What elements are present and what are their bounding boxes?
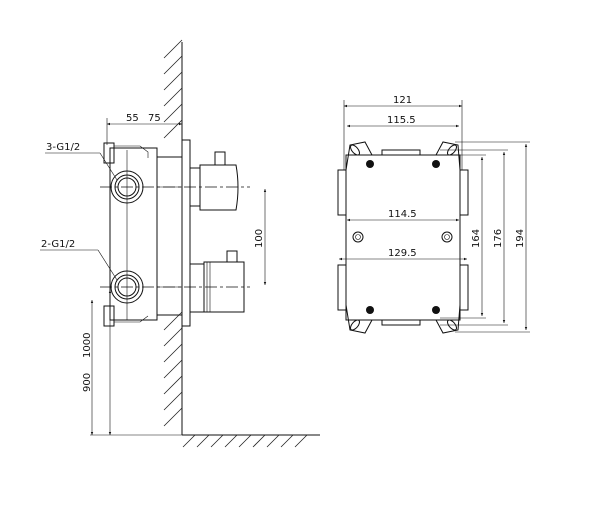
hatch-line [163, 103, 183, 123]
dim-129-5: 129.5 [388, 248, 417, 259]
hatch-line [280, 434, 294, 448]
dim-1000: 1000 [82, 333, 93, 358]
front-dimensions: 121 115.5 114.5 129.5 164 176 194 [339, 95, 530, 333]
dim-75: 75 [148, 113, 161, 124]
dim-55: 55 [126, 113, 139, 124]
hatch-line [266, 434, 280, 448]
dim-176: 176 [493, 229, 504, 248]
hatch-line [163, 407, 183, 427]
dim-115-5: 115.5 [387, 115, 416, 126]
dim-100: 100 [254, 229, 265, 248]
hatch-line [163, 359, 183, 379]
hatch-line [224, 434, 238, 448]
port-label-upper: 3-G1/2 [46, 142, 80, 153]
hatch-line [163, 119, 183, 139]
screws [366, 160, 440, 314]
hatch-line [163, 327, 183, 347]
dim-114-5: 114.5 [388, 209, 417, 220]
dim-900: 900 [82, 373, 93, 392]
upper-handle [189, 151, 239, 211]
hatch-line [196, 434, 210, 448]
dim-164: 164 [471, 229, 482, 248]
hatch-line [163, 39, 183, 59]
hatch-line [163, 343, 183, 363]
hatch-line [163, 55, 183, 75]
hatch-line [163, 375, 183, 395]
hatch-line [163, 71, 183, 91]
wall [163, 39, 320, 448]
hatch-line [252, 434, 266, 448]
hatch-line [210, 434, 224, 448]
hatch-line [294, 434, 308, 448]
side-dimensions: 55 75 3-G1/2 2-G1/2 100 900 1000 [40, 113, 267, 436]
front-view-box [337, 141, 469, 334]
mounting-ears [345, 141, 461, 334]
lower-handle [189, 250, 245, 313]
side-view-valve [100, 139, 250, 327]
dim-194: 194 [515, 229, 526, 248]
port-label-lower: 2-G1/2 [41, 239, 75, 250]
hatch-line [163, 87, 183, 107]
dim-121: 121 [393, 95, 412, 106]
hatch-line [163, 391, 183, 411]
hatch-line [182, 434, 196, 448]
hatch-line [238, 434, 252, 448]
